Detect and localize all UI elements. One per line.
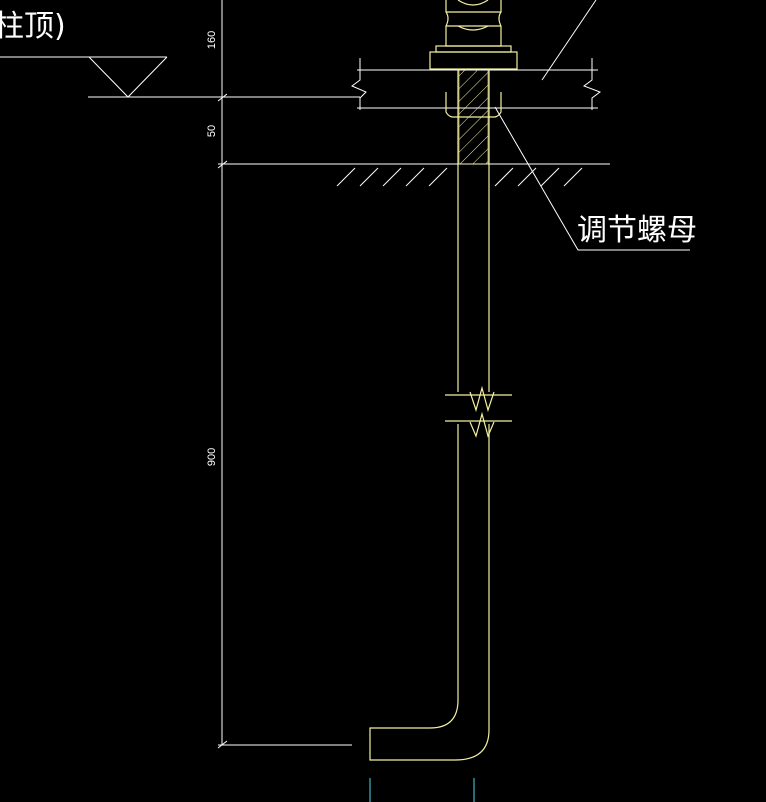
- shank-hatch-outline: [458, 68, 489, 165]
- dimension-middle: 50: [206, 125, 218, 137]
- top-left-label: 柱顶): [0, 9, 66, 44]
- elevation-symbol: [0, 56, 218, 98]
- centerline-marks: [369, 778, 475, 802]
- ground-hatching: [336, 167, 583, 187]
- callout-leader: [494, 0, 690, 251]
- shank-hatch-region: [459, 69, 488, 164]
- dimension-line: [217, 0, 610, 749]
- callout-label: 调节螺母: [577, 213, 697, 248]
- dimension-long: 900: [206, 448, 218, 466]
- dimension-top: 160: [206, 31, 218, 49]
- anchor-bolt: [369, 0, 518, 761]
